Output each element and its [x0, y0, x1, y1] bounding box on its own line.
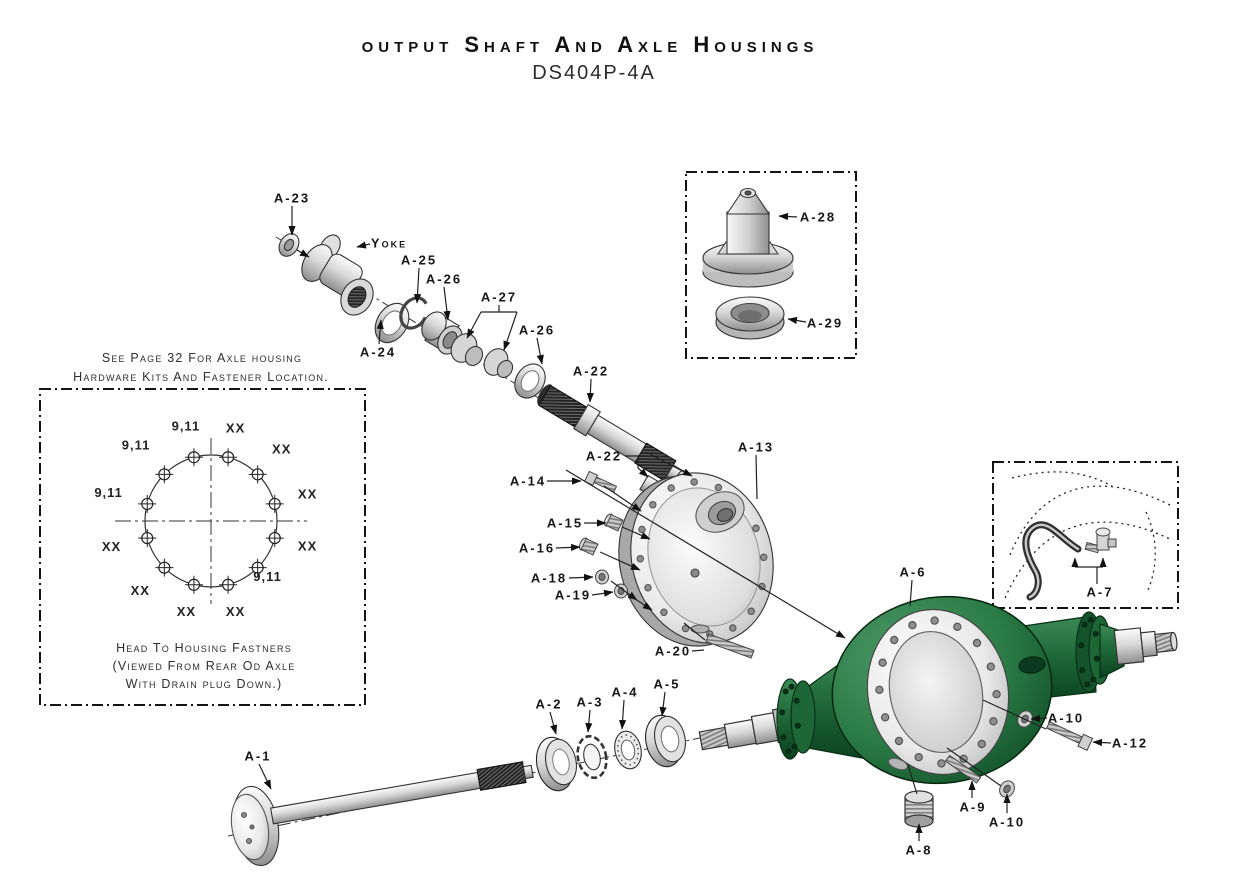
fastener-location-box: [39, 388, 366, 706]
hardware-note-line1: See Page 32 For Axle housing: [101, 351, 303, 365]
callout-a-9: A-9: [959, 799, 987, 815]
bolt-label: 9,11: [253, 569, 282, 584]
callout-yoke: Yoke: [370, 235, 408, 251]
callout-a-14: A-14: [509, 473, 547, 489]
bolt-label: 9,11: [122, 437, 151, 452]
callout-a-10-upper: A-10: [1047, 710, 1085, 726]
callout-a-28: A-28: [799, 209, 837, 225]
callout-a-26-upper: A-26: [425, 271, 463, 287]
leader-lines: [258, 206, 1112, 841]
fastener-note-line3: With Drain plug Down.): [125, 677, 283, 691]
callout-a-15: A-15: [546, 515, 584, 531]
callout-a-29: A-29: [806, 315, 844, 331]
callout-a-20: A-20: [654, 643, 692, 659]
housing-fasteners: [944, 710, 1094, 798]
callout-a-13: A-13: [737, 439, 775, 455]
callout-a-22-spacer: A-22: [585, 448, 623, 464]
callout-a-4: A-4: [611, 684, 639, 700]
bolt-label: 9,11: [172, 419, 201, 434]
callout-a-5: A-5: [653, 676, 681, 692]
breather-hose-detail: [1004, 471, 1173, 601]
bolt-label: XX: [102, 539, 121, 554]
bolt-label: XX: [298, 487, 317, 502]
axle-housing: [698, 595, 1178, 828]
callout-a-16: A-16: [518, 540, 556, 556]
bearing-cone-detail: [702, 187, 794, 340]
fastener-note-line2: (Viewed From Rear Od Axle: [112, 659, 296, 673]
bolt-label: 9,11: [94, 485, 123, 500]
bolt-label: XX: [131, 583, 150, 598]
callout-a-24: A-24: [359, 344, 397, 360]
cover-fasteners: [578, 470, 755, 659]
callout-a-1: A-1: [244, 748, 272, 764]
housing-cover: [618, 472, 774, 647]
callout-a-8: A-8: [905, 842, 933, 858]
callout-a-22-shaft: A-22: [572, 363, 610, 379]
dashed-boxes: [39, 171, 1179, 706]
callout-a-25: A-25: [400, 252, 438, 268]
callout-a-27: A-27: [480, 289, 518, 305]
bolt-label: XX: [226, 421, 245, 436]
callout-a-18: A-18: [530, 570, 568, 586]
callout-a-3: A-3: [576, 694, 604, 710]
model-number: DS404P-4A: [532, 62, 656, 84]
drain-plug: [904, 790, 934, 828]
axle-shaft-assembly: [230, 714, 686, 867]
fastener-note-line1: Head To Housing Fastners: [116, 641, 292, 655]
callout-a-12: A-12: [1111, 735, 1149, 751]
callout-a-7: A-7: [1086, 584, 1114, 600]
bearing-detail-box: [685, 171, 857, 359]
bolt-label: XX: [226, 604, 245, 619]
callout-a-23: A-23: [273, 190, 311, 206]
bolt-label: XX: [177, 604, 196, 619]
page-title: output Shaft And Axle Housings: [361, 32, 819, 57]
breather-detail-box: [992, 461, 1179, 609]
bolt-label: XX: [298, 538, 317, 553]
callout-a-19: A-19: [554, 587, 592, 603]
hardware-note-line2: Hardware Kits And Fastener Location.: [73, 370, 329, 384]
callout-a-2: A-2: [535, 696, 563, 712]
callout-a-6: A-6: [899, 564, 927, 580]
callout-a-10-lower: A-10: [988, 814, 1026, 830]
callout-a-26-lower: A-26: [518, 322, 556, 338]
bolt-label: XX: [272, 442, 291, 457]
